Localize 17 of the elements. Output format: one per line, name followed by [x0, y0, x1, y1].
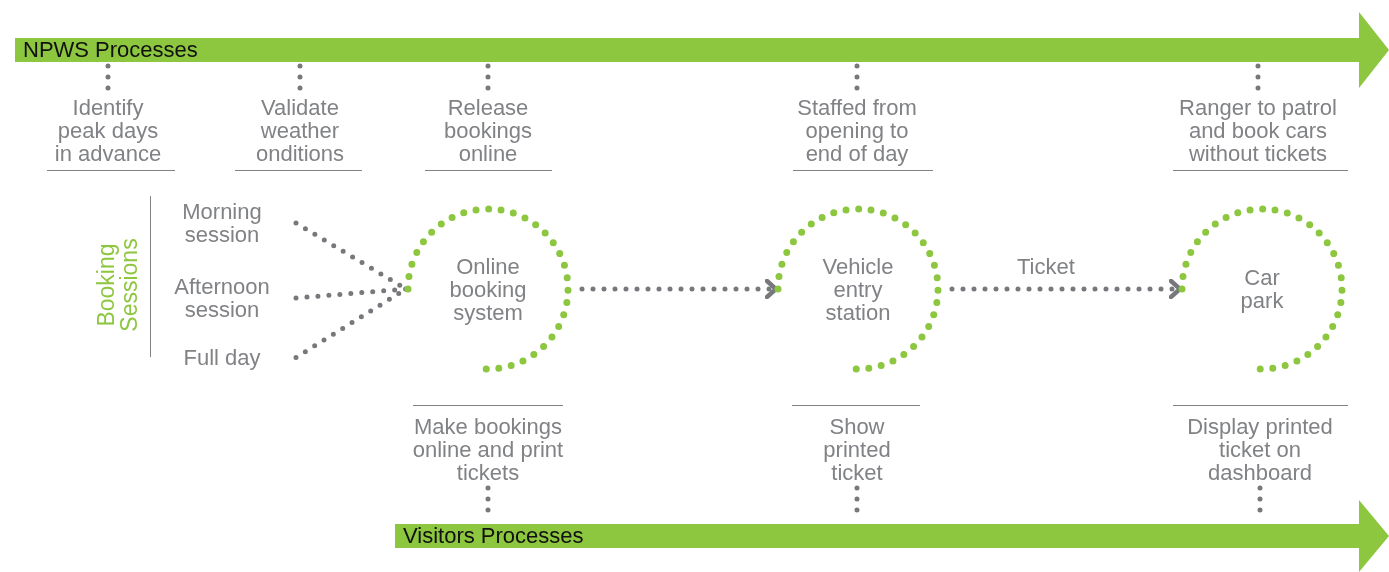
node-label: Car park — [1239, 266, 1285, 312]
process-label: Make bookings online and print tickets — [393, 415, 583, 484]
process-label: Display printed ticket on dashboard — [1170, 415, 1350, 484]
side-label: Booking Sessions — [95, 237, 141, 334]
process-label: Full day — [162, 346, 282, 369]
process-label: Release bookings online — [428, 96, 548, 165]
process-label: Identify peak days in advance — [52, 96, 164, 165]
process-label: Show printed ticket — [807, 415, 907, 484]
process-label: Ranger to patrol and book cars without tickets — [1165, 96, 1351, 165]
process-label: Afternoon session — [162, 275, 282, 321]
process-label: Morning session — [162, 200, 282, 246]
lane-title: Visitors Processes — [403, 524, 584, 548]
node-label: Online booking system — [448, 254, 528, 324]
process-label: Staffed from opening to end of day — [787, 96, 927, 165]
lane-title: NPWS Processes — [23, 38, 198, 62]
node-label: Vehicle entry station — [821, 254, 895, 324]
process-label: Validate weather onditions — [240, 96, 360, 165]
